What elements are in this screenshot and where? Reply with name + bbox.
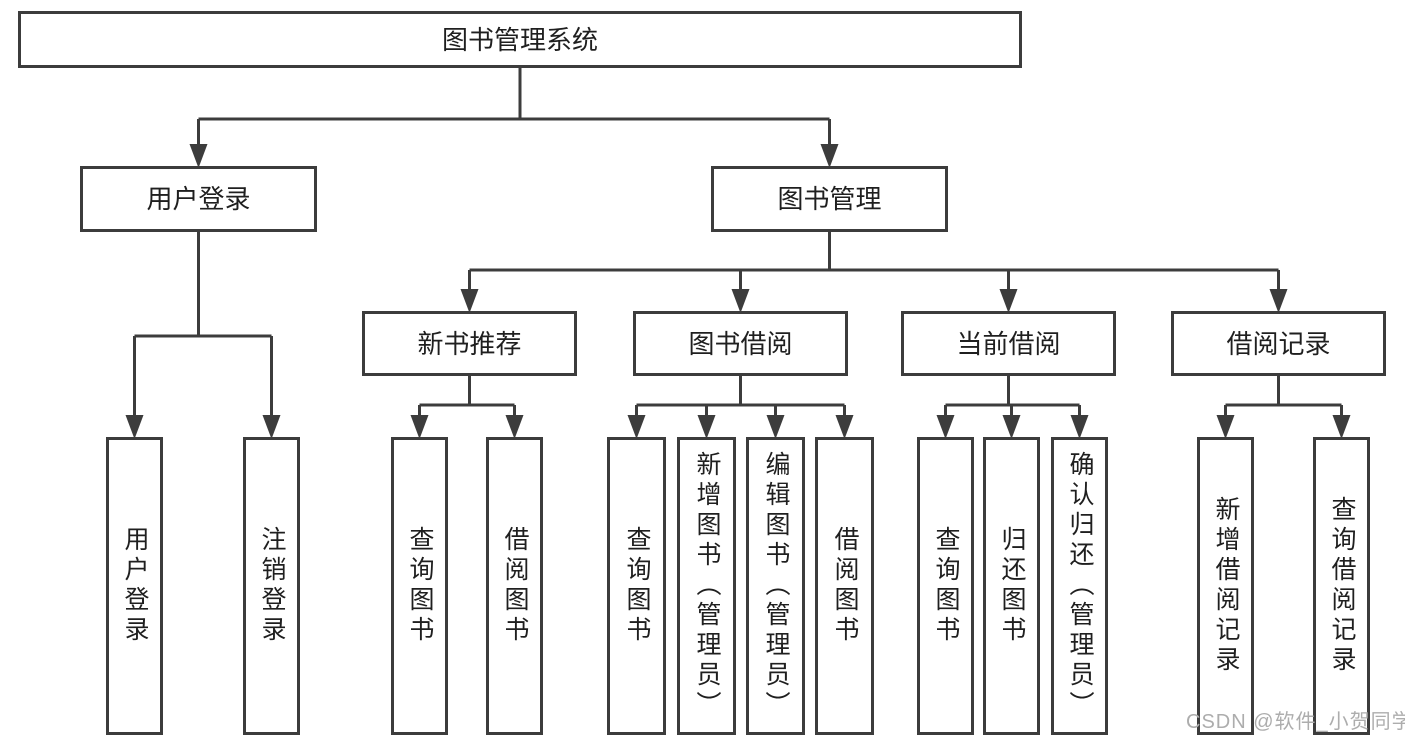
- node-library-management-system: 图书管理系统: [18, 11, 1022, 68]
- node-query-borrow-record: 查询借阅记录: [1313, 437, 1370, 735]
- node-borrow-books-recommend: 借阅图书: [486, 437, 543, 735]
- node-query-books-borrowing: 查询图书: [607, 437, 666, 735]
- node-add-borrow-record: 新增借阅记录: [1197, 437, 1254, 735]
- node-confirm-return-admin-label: 确认归还（管理员）: [1066, 451, 1094, 721]
- node-borrow-books-borrowing-label: 借阅图书: [831, 526, 859, 646]
- arrowhead-icons: [125, 144, 1351, 439]
- node-add-borrow-record-label: 新增借阅记录: [1212, 496, 1240, 676]
- node-book-management-label: 图书管理: [777, 184, 882, 214]
- node-return-books-label: 归还图书: [998, 526, 1026, 646]
- node-new-book-recommendation-label: 新书推荐: [417, 328, 522, 359]
- node-user-login-action-label: 用户登录: [121, 526, 149, 646]
- node-add-books-admin: 新增图书（管理员）: [677, 437, 736, 735]
- node-borrowing-records: 借阅记录: [1171, 311, 1386, 376]
- node-query-books-recommend-label: 查询图书: [406, 526, 434, 646]
- node-logout-action: 注销登录: [243, 437, 300, 735]
- node-borrow-books-recommend-label: 借阅图书: [501, 526, 529, 646]
- node-query-books-current-label: 查询图书: [932, 526, 960, 646]
- node-edit-books-admin-label: 编辑图书（管理员）: [762, 451, 790, 721]
- node-query-borrow-record-label: 查询借阅记录: [1328, 496, 1356, 676]
- node-logout-action-label: 注销登录: [258, 526, 286, 646]
- node-query-books-current: 查询图书: [917, 437, 974, 735]
- node-library-management-system-label: 图书管理系统: [441, 24, 598, 55]
- node-edit-books-admin: 编辑图书（管理员）: [746, 437, 805, 735]
- node-return-books: 归还图书: [983, 437, 1040, 735]
- node-borrow-books-borrowing: 借阅图书: [815, 437, 874, 735]
- node-current-borrowing: 当前借阅: [901, 311, 1116, 376]
- node-query-books-borrowing-label: 查询图书: [623, 526, 651, 646]
- node-book-management: 图书管理: [711, 166, 948, 232]
- node-current-borrowing-label: 当前借阅: [956, 328, 1061, 359]
- csdn-watermark: CSDN @软件_小贺同学: [1186, 711, 1405, 733]
- node-user-login-action: 用户登录: [106, 437, 163, 735]
- node-book-borrowing: 图书借阅: [633, 311, 848, 376]
- node-user-login: 用户登录: [80, 166, 317, 232]
- node-user-login-label: 用户登录: [146, 184, 251, 214]
- node-add-books-admin-label: 新增图书（管理员）: [693, 451, 721, 721]
- node-borrowing-records-label: 借阅记录: [1226, 328, 1331, 359]
- node-book-borrowing-label: 图书借阅: [688, 328, 793, 359]
- node-query-books-recommend: 查询图书: [391, 437, 448, 735]
- node-new-book-recommendation: 新书推荐: [362, 311, 577, 376]
- connector-paths: [133, 68, 1343, 417]
- node-confirm-return-admin: 确认归还（管理员）: [1051, 437, 1108, 735]
